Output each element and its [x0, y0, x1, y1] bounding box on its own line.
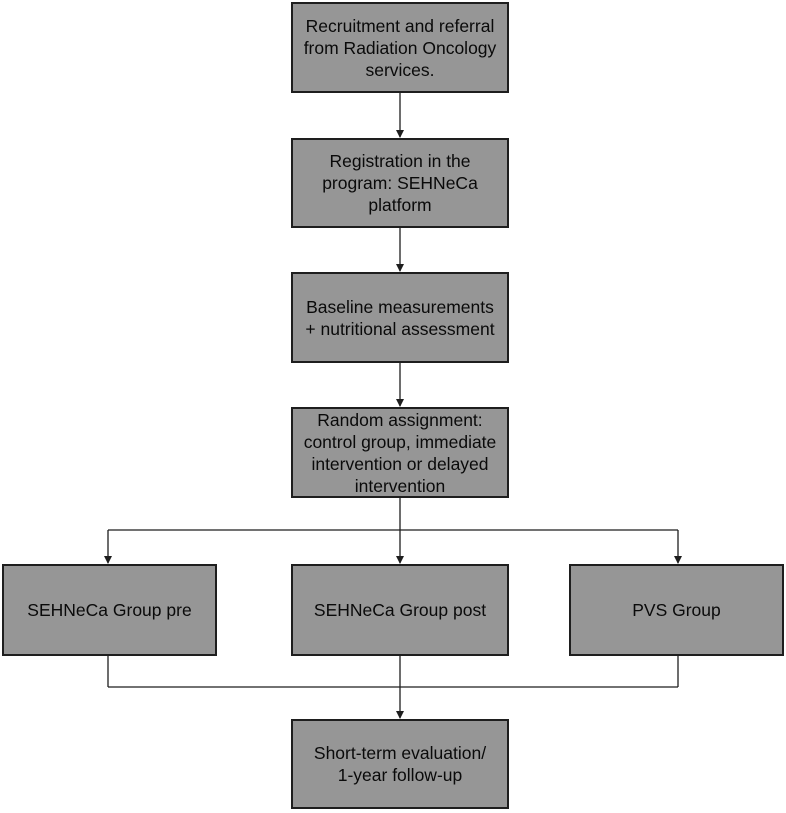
recruitment-step-box: Recruitment and referral from Radiation …	[291, 2, 509, 93]
baseline-step-box: Baseline measurements + nutritional asse…	[291, 272, 509, 363]
baseline-step-label: Baseline measurements + nutritional asse…	[305, 296, 495, 339]
evaluation-step-box: Short-term evaluation/ 1-year follow-up	[291, 719, 509, 809]
random-assignment-box: Random assignment: control group, immedi…	[291, 407, 509, 498]
group-pvs-label: PVS Group	[632, 600, 721, 620]
group-pvs-box: PVS Group	[569, 564, 784, 656]
random-assignment-label: Random assignment: control group, immedi…	[303, 409, 497, 496]
evaluation-step-label: Short-term evaluation/ 1-year follow-up	[313, 743, 487, 785]
group-post-box: SEHNeCa Group post	[291, 564, 509, 656]
group-pre-label: SEHNeCa Group pre	[27, 600, 192, 620]
group-pre-box: SEHNeCa Group pre	[2, 564, 217, 656]
registration-step-box: Registration in the program: SEHNeCa pla…	[291, 138, 509, 228]
group-post-label: SEHNeCa Group post	[313, 600, 487, 620]
registration-step-label: Registration in the program: SEHNeCa pla…	[322, 151, 478, 215]
recruitment-step-label: Recruitment and referral from Radiation …	[303, 15, 497, 80]
